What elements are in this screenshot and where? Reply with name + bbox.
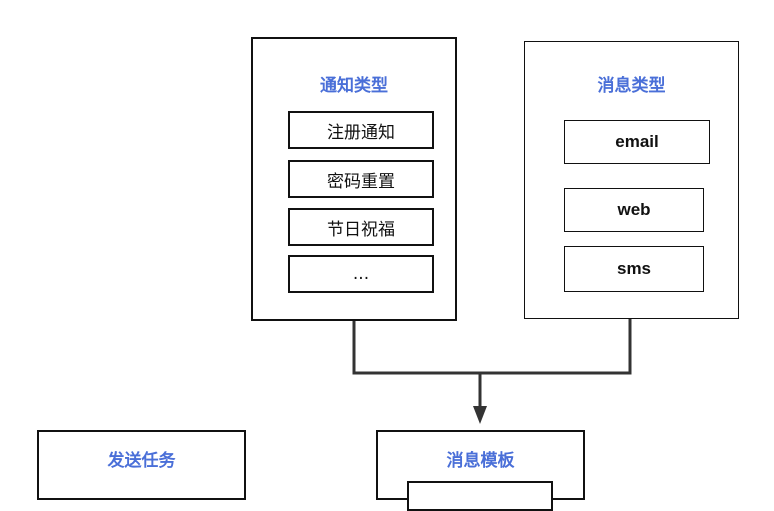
message-types-box: 消息类型 email web sms (524, 41, 739, 319)
message-item-email: email (564, 120, 710, 164)
notification-item-register: 注册通知 (288, 111, 434, 149)
send-task-box: 发送任务 (37, 430, 246, 500)
notification-types-title: 通知类型 (320, 76, 388, 96)
connector-notification-to-template (352, 320, 480, 375)
message-template-inner-item (407, 481, 553, 511)
message-template-box: 消息模板 (376, 430, 585, 511)
arrowhead-down-icon (473, 406, 487, 424)
connector-lines (352, 318, 632, 424)
message-item-sms: sms (564, 246, 704, 292)
message-template-title: 消息模板 (446, 451, 515, 471)
notification-item-holiday-greeting: 节日祝福 (288, 208, 434, 246)
message-types-title: 消息类型 (597, 76, 666, 96)
connector-message-to-template (480, 318, 632, 375)
message-item-web: web (564, 188, 704, 232)
notification-item-more: ... (288, 255, 434, 293)
notification-item-password-reset: 密码重置 (288, 160, 434, 198)
notification-types-box: 通知类型 注册通知 密码重置 节日祝福 ... (251, 37, 457, 321)
send-task-title: 发送任务 (107, 451, 176, 471)
